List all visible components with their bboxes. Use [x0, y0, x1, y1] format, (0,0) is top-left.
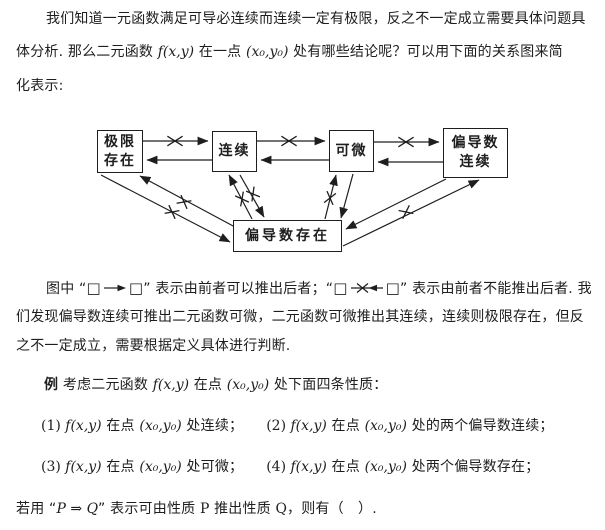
text-segment: ” 表示由前者不能推出后者. 我	[399, 281, 592, 297]
text-segment: 若用 “	[16, 501, 57, 517]
paragraph2-line3: 之不一定成立，需要根据定义具体进行判断.	[16, 336, 290, 356]
cross-mark-icon	[176, 200, 192, 204]
text-segment: 在点	[326, 459, 365, 475]
diagram-box-partials-continuous: 偏导数 连续	[443, 128, 508, 178]
cross-mark-icon	[245, 190, 261, 198]
cross-mark-icon	[326, 190, 334, 206]
arrow-limit-exists-to-partials-exist	[100, 174, 231, 243]
text-segment: 推出性质	[209, 501, 276, 517]
text-segment: 体分析. 那么二元函数	[16, 44, 158, 60]
cross-mark-icon	[398, 136, 414, 148]
cross-mark-icon	[164, 210, 180, 214]
math-text: (x₀,y₀)	[139, 459, 182, 475]
math-text: (x₀,y₀)	[246, 44, 289, 60]
arrow-differentiable-to-partials-exist	[339, 173, 354, 219]
paragraph2-line1: 图中 “□□” 表示由前者可以推出后者；“□□” 表示由前者不能推出后者. 我	[46, 278, 592, 299]
paragraph1-line3: 化表示:	[16, 76, 64, 96]
cross-mark-icon	[402, 204, 410, 220]
math-text: f(x,y)	[152, 377, 190, 393]
arrow-continuous-to-partials-exist	[239, 174, 265, 218]
text-segment: 处有哪些结论呢？可以用下面的关系图来简	[288, 44, 563, 60]
paragraph1-line2: 体分析. 那么二元函数 f(x,y) 在一点 (x₀,y₀) 处有哪些结论呢？可…	[16, 42, 563, 62]
not-implies-arrow-icon	[350, 283, 383, 293]
text-segment: 考虑二元函数	[58, 377, 153, 393]
paragraph1-line1: 我们知道一元函数满足可导必连续而连续一定有极限，反之不一定成立需要具体问题具	[46, 9, 586, 29]
math-text: f(x,y)	[65, 459, 102, 475]
text-segment: □	[333, 279, 348, 297]
text-segment: 处可微；	[181, 459, 244, 475]
math-text: P	[200, 501, 210, 517]
diagram-box-limit-exists: 极限 存在	[97, 130, 143, 173]
text-segment: 在点	[101, 459, 140, 475]
example-properties-line2: (3) f(x,y) 在点 (x₀,y₀) 处可微；(4) f(x,y) 在点 …	[41, 457, 539, 477]
text-segment: 之不一定成立，需要根据定义具体进行判断.	[16, 338, 291, 354]
cross-mark-icon	[281, 135, 297, 147]
example-properties-line1: (1) f(x,y) 在点 (x₀,y₀) 处连续；(2) f(x,y) 在点 …	[41, 416, 554, 436]
example-question-line: 若用 “P ⇒ Q” 表示可由性质 P 推出性质 Q，则有（ ）.	[16, 499, 377, 519]
math-text: (1)	[41, 418, 66, 434]
math-text: (x₀,y₀)	[139, 418, 182, 434]
math-text: (x₀,y₀)	[364, 418, 407, 434]
math-text: (x₀,y₀)	[226, 377, 270, 393]
text-segment: ” 表示可由性质	[98, 501, 200, 517]
cross-mark-icon	[234, 195, 250, 203]
text-segment: □	[86, 279, 101, 297]
cross-mark-icon	[167, 135, 183, 147]
text-segment: 在点	[326, 418, 365, 434]
text-segment: ” 表示由前者可以推出后者；“	[143, 281, 334, 297]
math-text: (2)	[266, 418, 291, 434]
text-segment: 处两个偏导数存在；	[406, 459, 540, 475]
math-text: P ⇒ Q	[56, 501, 99, 517]
text-segment: 我们知道一元函数满足可导必连续而连续一定有极限，反之不一定成立需要具体问题具	[46, 11, 586, 27]
math-text: (x₀,y₀)	[364, 459, 407, 475]
math-text: (3)	[41, 459, 66, 475]
paragraph2-line2: 们发现偏导数连续可推出二元函数可微，二元函数可微推出其连续，连续则极限存在，但反	[16, 307, 584, 327]
arrow-partials-exist-to-continuous	[228, 174, 253, 220]
text-segment: □	[385, 279, 400, 297]
implies-arrow-icon	[103, 284, 126, 292]
math-text: f(x,y)	[65, 418, 102, 434]
text-segment: 图中 “	[46, 281, 87, 297]
text-segment: □	[128, 279, 144, 297]
example-heading-line: 例 考虑二元函数 f(x,y) 在点 (x₀,y₀) 处下面四条性质：	[44, 375, 387, 395]
text-segment: 在点	[101, 418, 140, 434]
text-segment: ，则有（ ）.	[287, 501, 377, 517]
text-segment: 在点	[189, 377, 227, 393]
arrow-partials-continuous-to-partials-exist	[345, 178, 447, 230]
text-segment: 处的两个偏导数连续；	[406, 418, 554, 434]
math-text: f(x,y)	[290, 418, 327, 434]
text-segment: 处下面四条性质：	[269, 377, 388, 393]
text-segment: 们发现偏导数连续可推出二元函数可微，二元函数可微推出其连续，连续则极限存在，但反	[16, 309, 584, 325]
math-text: f(x,y)	[290, 459, 327, 475]
math-text: (4)	[266, 459, 291, 475]
math-text: Q	[275, 501, 288, 517]
text-segment: 化表示:	[16, 78, 64, 94]
text-segment: 处连续；	[181, 418, 244, 434]
text-segment: 在一点	[194, 44, 247, 60]
diagram-box-continuous: 连续	[212, 131, 257, 172]
diagram-box-differentiable: 可微	[329, 130, 374, 172]
diagram-box-partials-exist: 偏导数存在	[233, 220, 342, 252]
math-text: f(x,y)	[157, 44, 195, 60]
text-segment: 例	[44, 377, 59, 393]
